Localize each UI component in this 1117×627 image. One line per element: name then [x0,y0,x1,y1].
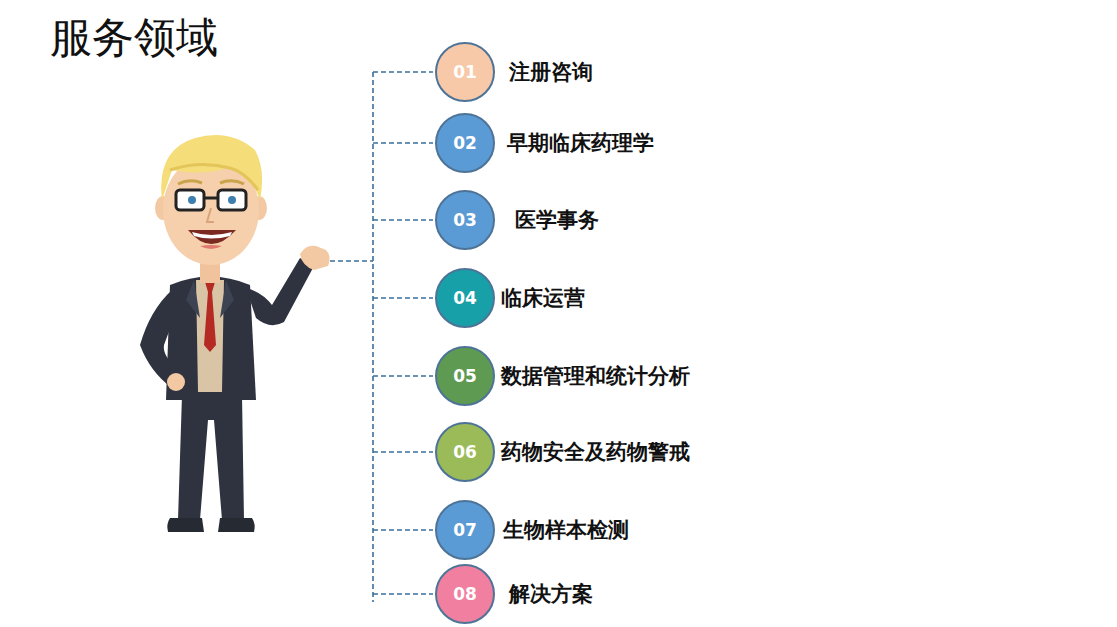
leader-stub [373,71,433,73]
number-circle: 08 [435,564,495,624]
number-circle: 03 [435,190,495,250]
number-circle: 06 [435,422,495,482]
number-circle: 07 [435,500,495,560]
service-item: 07 生物样本检测 [435,500,629,560]
leader-stub [373,219,433,221]
service-label: 医学事务 [515,206,599,234]
page-title: 服务领域 [50,10,218,66]
service-label: 数据管理和统计分析 [501,362,690,390]
service-item: 05数据管理和统计分析 [435,346,690,406]
number-circle: 02 [435,113,495,173]
service-item: 03 医学事务 [435,190,599,250]
number-circle: 05 [435,346,495,406]
leader-stub [373,297,433,299]
leader-stub [373,529,433,531]
service-label: 生物样本检测 [503,516,629,544]
number-circle: 01 [435,42,495,102]
service-label: 注册咨询 [509,58,593,86]
leader-spine [372,72,374,602]
service-label: 药物安全及药物警戒 [501,438,690,466]
service-item: 02 早期临床药理学 [435,113,654,173]
service-item: 04临床运营 [435,268,585,328]
service-item: 08 解决方案 [435,564,593,624]
leader-stub [373,142,433,144]
leader-stub [373,593,433,595]
service-label: 临床运营 [501,284,585,312]
man-figure [140,135,330,532]
leader-stub [373,451,433,453]
leader-lines [330,72,433,602]
leader-stub [373,375,433,377]
service-item: 01 注册咨询 [435,42,593,102]
service-item: 06药物安全及药物警戒 [435,422,690,482]
service-label: 早期临床药理学 [507,129,654,157]
number-circle: 04 [435,268,495,328]
service-label: 解决方案 [509,580,593,608]
